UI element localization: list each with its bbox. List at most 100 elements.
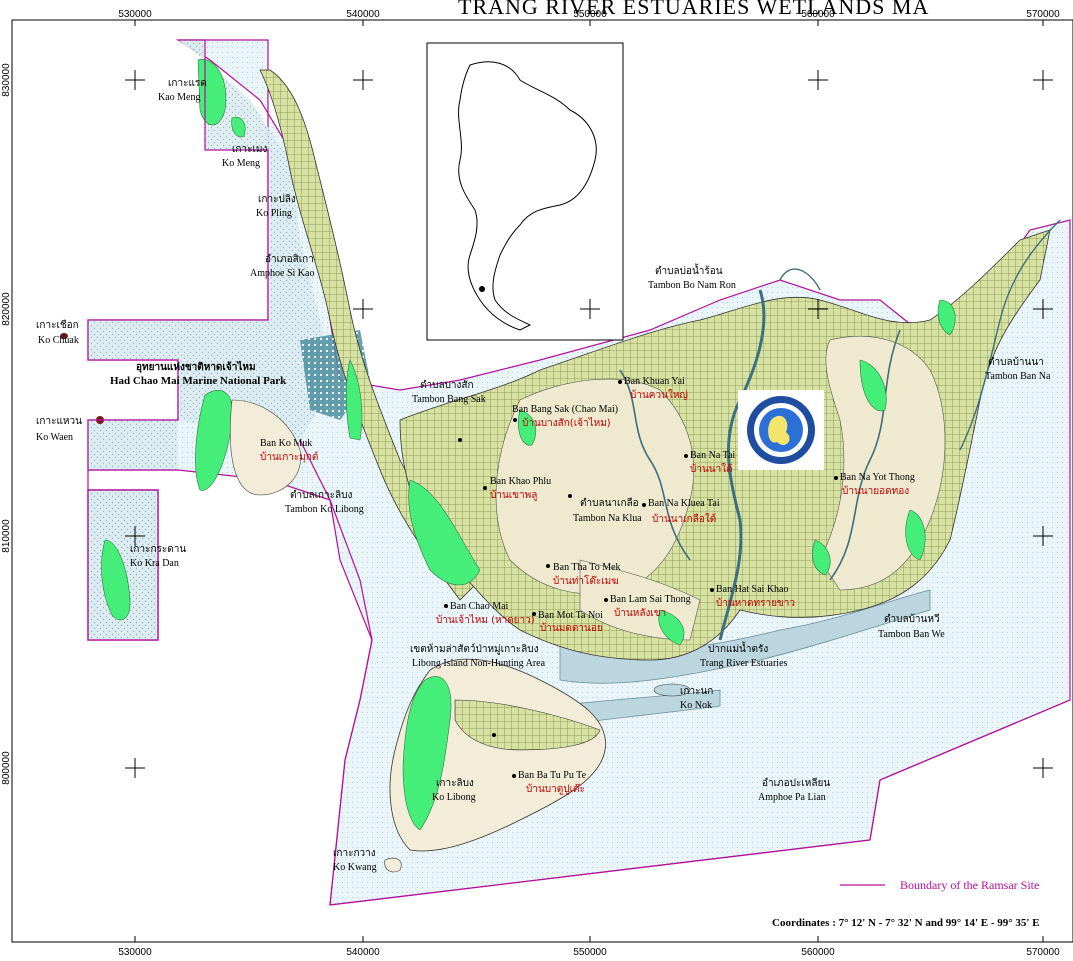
tributary-river <box>619 369 691 561</box>
village-en-ba-tu-pu-te: Ban Ba Tu Pu Te <box>518 770 587 781</box>
village-en-mot-ta-noi: Ban Mot Ta Noi <box>538 610 603 621</box>
forest-south-1 <box>658 609 685 646</box>
village-th-bang-sak: บ้านบางสัก(เจ้าไหม) <box>522 417 611 429</box>
y-tick-1: 830000 <box>1 63 12 97</box>
ko-kwang-island <box>384 857 402 873</box>
place-en-ko-kra-dan: Ko Kra Dan <box>130 558 179 569</box>
x-tick-top-5: 570000 <box>1026 9 1060 20</box>
place-en-si-kao: Amphoe Si Kao <box>250 268 314 279</box>
tributary-river-2 <box>829 329 901 581</box>
place-th-marine-park: อุทยานแห่งชาติหาดเจ้าไหม <box>136 360 256 373</box>
map-title: TRANG RIVER ESTUARIES WETLANDS MA <box>458 0 929 19</box>
village-th-na-tai: บ้านนาใต้ <box>690 463 733 475</box>
place-en-ko-libong-tambon: Tambon Ko Libong <box>285 504 364 515</box>
place-th-na-klua: ตำบลนาเกลือ <box>580 497 639 509</box>
forest-ko-muk <box>195 390 233 491</box>
place-th-ko-meng: เกาะเมง <box>232 144 267 155</box>
y-tick-3: 810000 <box>1 519 12 553</box>
forest-east-1 <box>859 359 887 412</box>
village-th-mot-ta-noi: บ้านมดตานอย <box>540 622 603 634</box>
village-en-na-kluea-tai: Ban Na Kluea Tai <box>648 498 720 509</box>
place-th-ko-pling: เกาะปลิง <box>258 194 296 205</box>
place-en-ko-nok: Ko Nok <box>680 700 712 711</box>
place-th-ko-waen: เกาะแหวน <box>36 416 82 427</box>
place-en-ko-chuak: Ko Chuak <box>38 335 79 346</box>
place-th-ban-na: ตำบลบ้านนา <box>988 356 1044 368</box>
ko-nok-island <box>653 683 691 697</box>
forest-coast-1 <box>408 479 481 586</box>
x-tick-bottom-5: 570000 <box>1026 947 1060 958</box>
place-th-ko-kra-dan: เกาะกระดาน <box>130 544 186 555</box>
place-th-libong-nha: เขตห้ามล่าสัตว์ป่าหมู่เกาะลิบง <box>410 643 539 655</box>
village-th-tha-to-mek: บ้านท่าโต๊ะเมฆ <box>553 574 619 587</box>
x-tick-top-1: 530000 <box>118 9 152 20</box>
place-en-ko-pling: Ko Pling <box>256 208 292 219</box>
place-th-kao-meng: เกาะแรด <box>168 78 207 89</box>
place-th-bo-nam-ron: ตำบลบ่อน้ำร้อน <box>655 263 723 277</box>
x-tick-top-2: 540000 <box>346 9 380 20</box>
forest-coast-2 <box>345 359 363 441</box>
place-en-kao-meng: Kao Meng <box>158 92 201 103</box>
place-en-ko-waen: Ko Waen <box>36 432 73 443</box>
place-th-ko-muk: บ้านเกาะมุกต์ <box>260 451 318 463</box>
forest-kao-meng-2 <box>231 116 246 138</box>
village-en-na-yot-thong: Ban Na Yot Thong <box>840 472 915 483</box>
x-tick-bottom-3: 550000 <box>573 947 607 958</box>
forest-east-2 <box>905 509 926 561</box>
place-en-pa-lian: Amphoe Pa Lian <box>758 792 826 803</box>
forest-ne-1 <box>937 299 956 336</box>
trang-river <box>718 289 766 641</box>
village-th-chao-mai: บ้านเจ้าไหม (หาดยาว) <box>436 614 535 626</box>
x-tick-bottom-4: 560000 <box>801 947 835 958</box>
place-th-ko-kwang: เกาะกวาง <box>333 848 376 859</box>
x-tick-bottom-1: 530000 <box>118 947 152 958</box>
marine-park-sea <box>88 40 330 470</box>
thailand-inset-frame <box>426 42 624 341</box>
coastal-mangrove-strip <box>259 69 481 601</box>
place-th-ko-libong: เกาะลิบง <box>436 778 474 789</box>
village-th-hat-sai-khao: บ้านหาดทรายขาว <box>716 597 795 609</box>
y-tick-2: 820000 <box>1 292 12 326</box>
place-th-ko-nok: เกาะนก <box>680 686 713 697</box>
place-en-ban-we: Tambon Ban We <box>878 629 945 640</box>
place-en-ban-na: Tambon Ban Na <box>985 371 1051 382</box>
place-en-ko-muk: Ban Ko Muk <box>260 438 312 449</box>
place-en-bo-nam-ron: Tambon Bo Nam Ron <box>648 280 736 291</box>
place-th-ban-we: ตำบลบ้านหวี <box>884 613 940 625</box>
thailand-outline <box>458 61 597 331</box>
village-en-khao-phlu: Ban Khao Phlu <box>490 476 551 487</box>
place-th-si-kao: อำเภอสิเกา <box>265 254 314 265</box>
village-th-ba-tu-pu-te: บ้านบาตูปูเต๊ะ <box>526 783 585 795</box>
village-th-na-kluea-tai: บ้านนาเกลือใต้ <box>652 513 716 525</box>
ko-libong-forest <box>402 676 452 831</box>
place-en-ko-meng: Ko Meng <box>222 158 260 169</box>
village-en-chao-mai: Ban Chao Mai <box>450 601 509 612</box>
place-en-marine-park: Had Chao Mai Marine National Park <box>110 375 287 387</box>
place-en-na-klua: Tambon Na Klua <box>573 513 642 524</box>
x-tick-marks <box>134 20 1044 942</box>
place-th-bang-sak: ตำบลบางสัก <box>420 380 474 391</box>
place-en-bang-sak: Tambon Bang Sak <box>412 394 486 405</box>
place-th-pa-lian: อำเภอปะเหลียน <box>762 777 830 789</box>
village-en-bang-sak: Ban Bang Sak (Chao Mai) <box>512 404 618 415</box>
inset-location-marker <box>479 286 485 292</box>
y-tick-4: 800000 <box>1 751 12 785</box>
village-th-khao-phlu: บ้านเขาพลู <box>490 489 537 501</box>
place-en-libong-nha: Libong Island Non-Hunting Area <box>412 658 546 669</box>
village-en-hat-sai-khao: Ban Hat Sai Khao <box>716 584 789 595</box>
x-tick-top-3: 550000 <box>573 9 607 20</box>
department-emblem <box>738 390 824 470</box>
place-en-trang-estuaries: Trang River Estuaries <box>700 658 788 669</box>
village-th-na-yot-thong: บ้านนายอดทอง <box>842 485 909 497</box>
ko-muk-land <box>229 399 302 496</box>
place-th-trang-estuaries: ปากแม่น้ำตรัง <box>708 641 768 655</box>
x-tick-top-4: 560000 <box>801 9 835 20</box>
village-en-khuan-yai: Ban Khuan Yai <box>624 376 685 387</box>
forest-east-3 <box>812 539 831 576</box>
grid-crosses <box>125 70 1053 778</box>
place-th-ko-libong-tambon: ตำบลเกาะลิบง <box>290 490 353 501</box>
forest-inland-1 <box>518 409 536 446</box>
village-en-tha-to-mek: Ban Tha To Mek <box>553 562 621 573</box>
ko-chuak-island <box>60 333 68 339</box>
